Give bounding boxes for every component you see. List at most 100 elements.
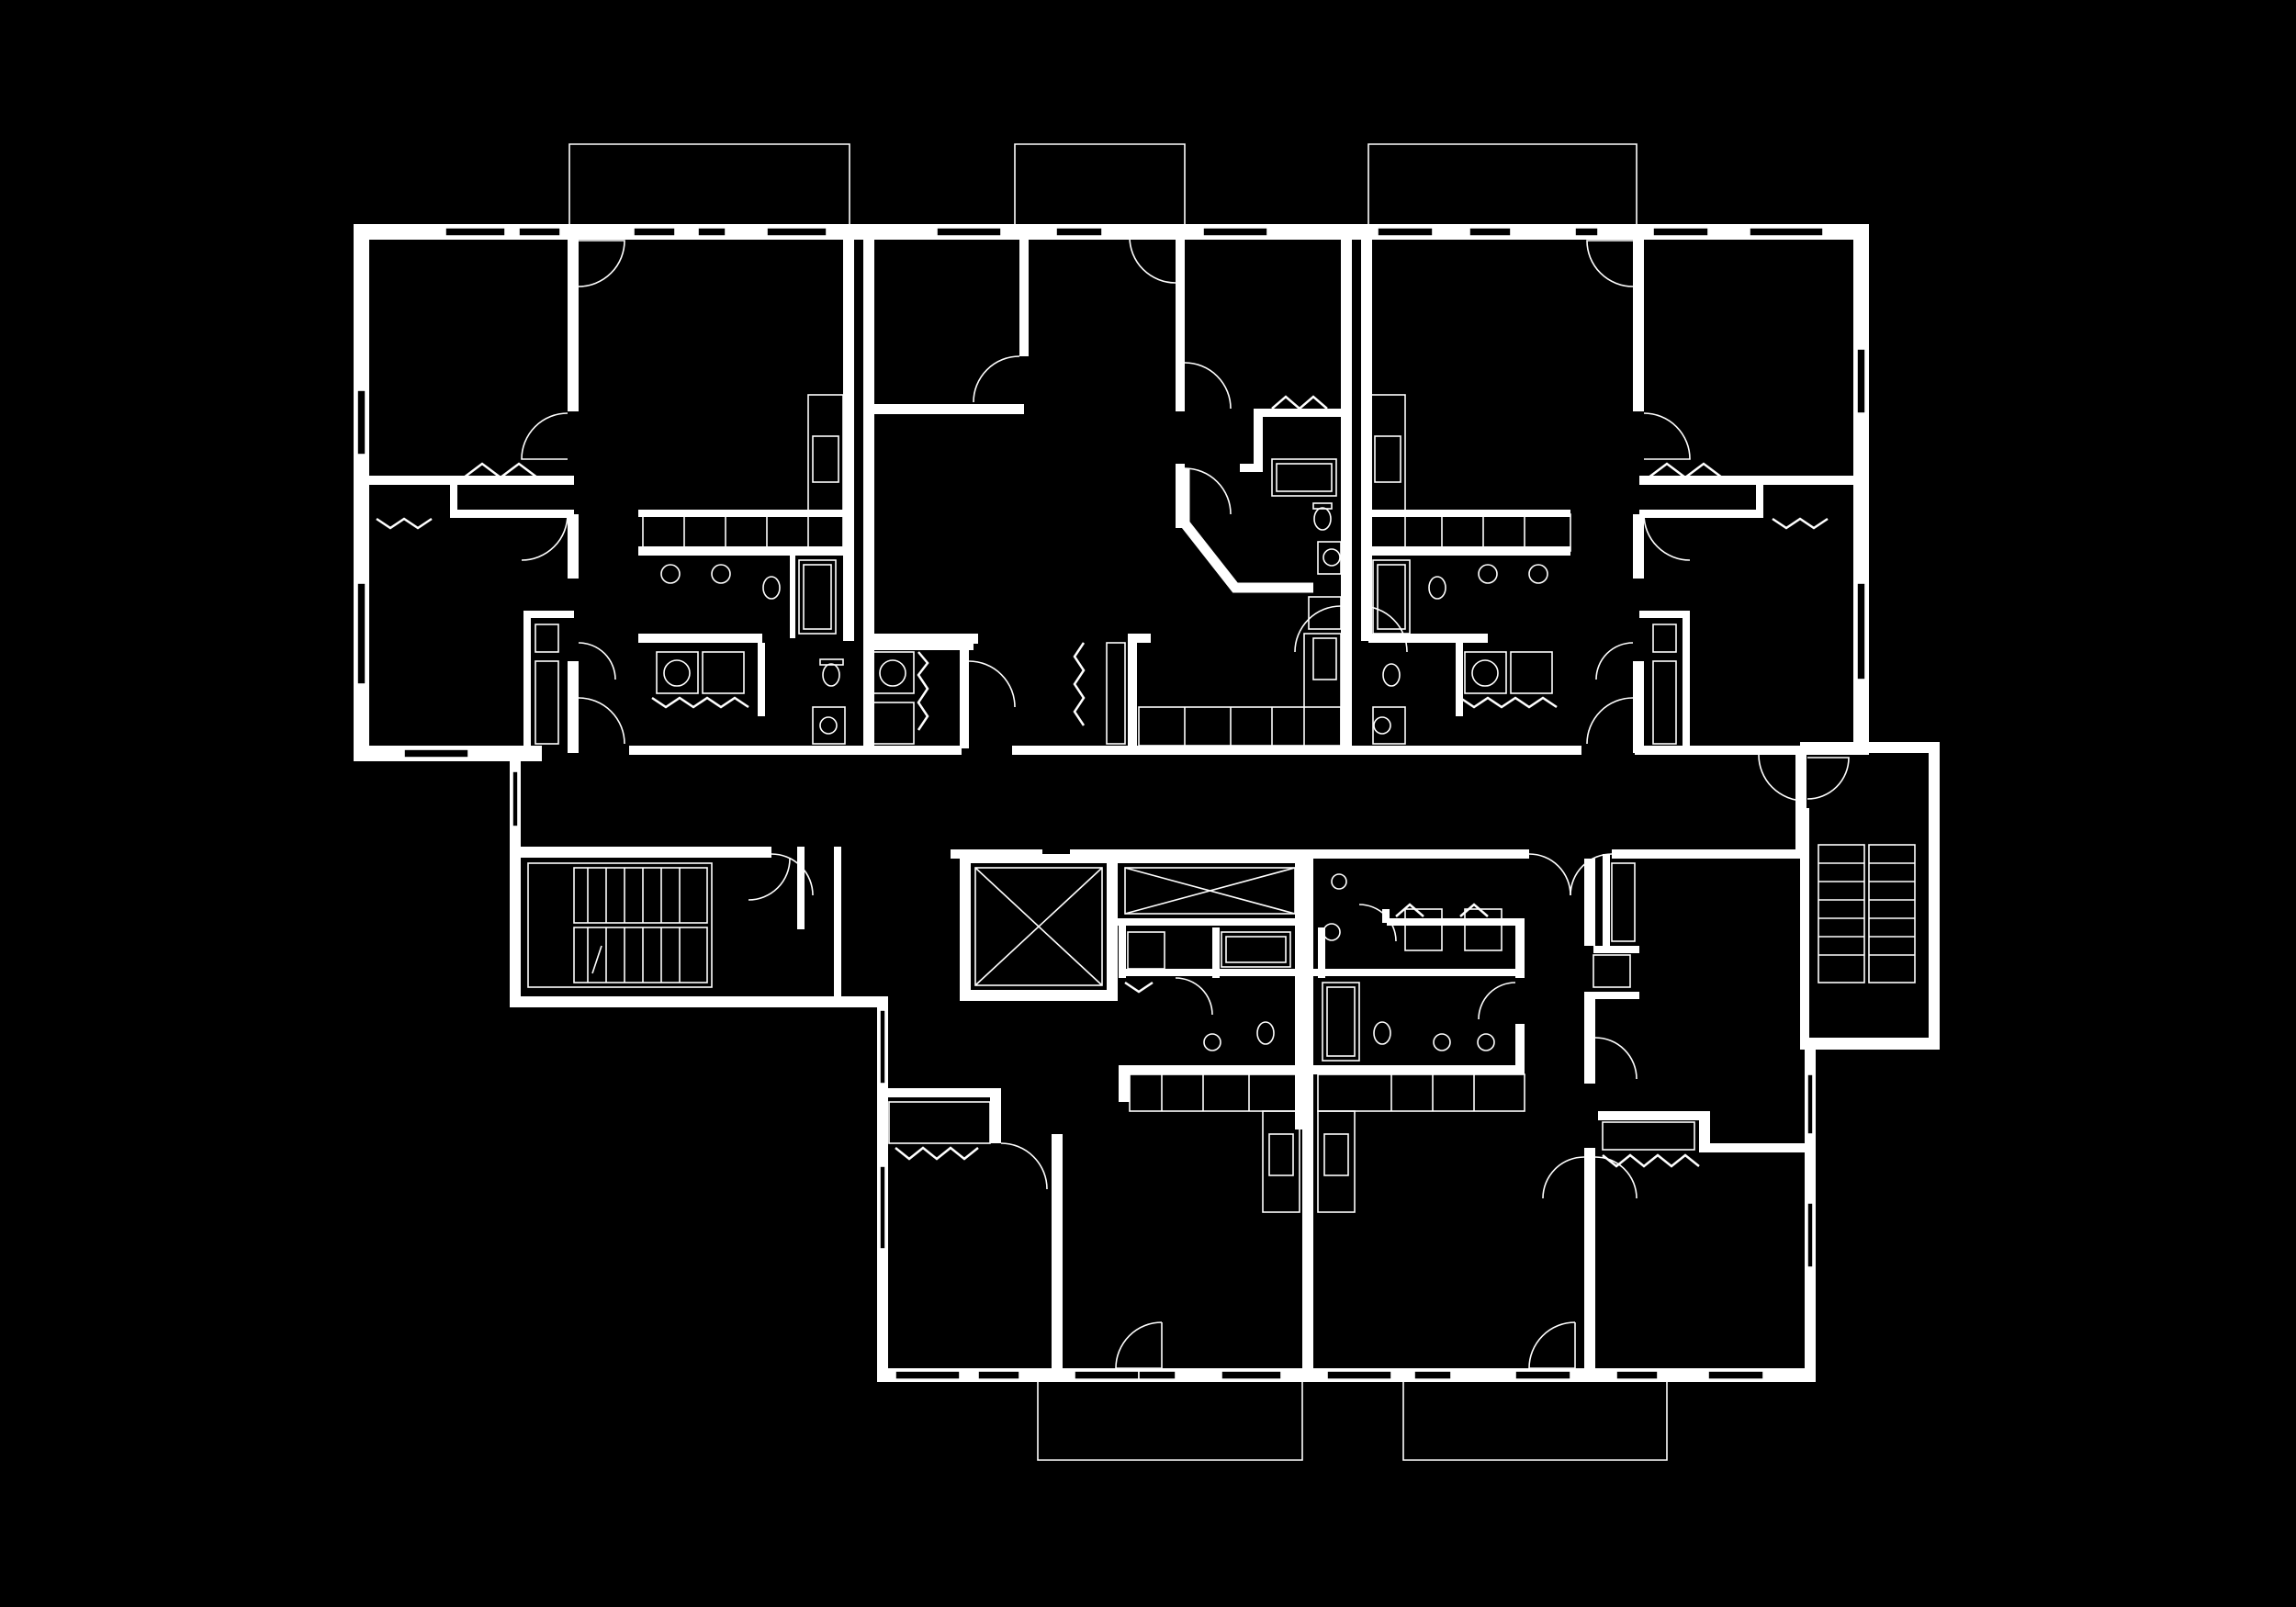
sink xyxy=(711,564,731,584)
bathtub-inner xyxy=(1225,936,1287,963)
lower-left-bedroom xyxy=(882,1088,1163,1382)
door-swing xyxy=(1542,1156,1585,1199)
upper-windows xyxy=(356,227,1866,759)
vanity xyxy=(1317,541,1342,575)
kitchen-counter xyxy=(1317,1110,1356,1213)
closet-right xyxy=(1639,462,1855,748)
partition xyxy=(1128,634,1137,748)
closet-shelf xyxy=(1652,660,1677,745)
window xyxy=(879,1165,886,1250)
window xyxy=(356,389,366,455)
partition xyxy=(1633,661,1644,753)
door-swing xyxy=(578,642,616,680)
bathtub xyxy=(1372,559,1411,635)
closet-door-fold xyxy=(917,651,929,731)
core-wall xyxy=(1118,854,1301,863)
bath-wall xyxy=(1254,409,1341,417)
partition xyxy=(1313,969,1525,976)
lower-baths xyxy=(1119,854,1525,1377)
partition xyxy=(1119,1065,1130,1102)
lower-kitchens xyxy=(1119,1065,1525,1213)
window xyxy=(1856,582,1866,680)
partition xyxy=(1598,1111,1708,1120)
closet-door-fold xyxy=(1395,903,1424,917)
upper-bottom-wall-d xyxy=(1635,746,1869,755)
window xyxy=(1413,1370,1452,1380)
sink xyxy=(1433,1033,1451,1051)
dryer xyxy=(872,702,915,745)
closet-wall xyxy=(367,476,574,485)
stair-right xyxy=(1800,742,1940,1050)
closet-wall xyxy=(1456,643,1463,716)
partition xyxy=(863,404,1024,414)
window xyxy=(1652,227,1709,237)
window xyxy=(1326,1370,1392,1380)
balcony-top-left xyxy=(568,143,850,228)
stair-enclosure xyxy=(527,862,713,988)
closet-wall xyxy=(758,643,765,716)
closet-door-fold xyxy=(1073,642,1086,726)
door-swing xyxy=(1594,1037,1638,1080)
washer xyxy=(1404,908,1443,951)
sink xyxy=(1322,548,1341,567)
closet-wall xyxy=(1639,476,1855,485)
unit-4-fixtures xyxy=(1367,394,1571,745)
closet-door-fold xyxy=(1124,981,1154,994)
lower-wing xyxy=(877,854,1816,1461)
closet-wall xyxy=(1683,611,1690,748)
kitchen-counter xyxy=(1369,394,1406,552)
washer-drum xyxy=(663,659,691,687)
closet-door-fold xyxy=(1271,395,1328,410)
partition xyxy=(638,510,845,517)
washer xyxy=(872,651,915,694)
center-unit xyxy=(1073,395,1342,749)
closet-door-fold xyxy=(1459,903,1489,917)
closet-door-fold xyxy=(1459,696,1558,709)
sink xyxy=(660,564,681,584)
door-swing xyxy=(521,513,568,561)
vanity xyxy=(1372,706,1406,745)
window xyxy=(1574,227,1599,237)
partition xyxy=(863,237,874,751)
window xyxy=(1749,227,1824,237)
partition xyxy=(843,237,854,641)
window xyxy=(697,227,726,237)
window xyxy=(1707,1370,1764,1380)
washer xyxy=(656,651,699,694)
window xyxy=(512,770,519,827)
partition xyxy=(1119,918,1126,978)
door-swing xyxy=(1586,240,1634,287)
closet-shelf xyxy=(1602,1121,1695,1151)
partition xyxy=(1368,634,1488,643)
upper-bottom-wall-b xyxy=(629,746,962,755)
partition xyxy=(1212,927,1220,978)
core-wall xyxy=(960,854,1116,863)
refrigerator xyxy=(1308,596,1342,630)
window xyxy=(936,227,1002,237)
toilet xyxy=(1373,1021,1391,1045)
closet-door-fold xyxy=(651,696,749,709)
washer-drum xyxy=(1471,659,1499,687)
balconies-top xyxy=(568,143,1638,228)
door-swing xyxy=(1184,362,1232,410)
partition xyxy=(1699,1111,1710,1152)
closet-door-fold xyxy=(895,1146,979,1161)
door-swing xyxy=(968,660,1016,708)
window xyxy=(1615,1370,1659,1380)
bath-wall xyxy=(790,556,795,638)
stair-wall xyxy=(1800,1038,1940,1050)
door-swing xyxy=(1294,605,1342,653)
window xyxy=(1469,227,1512,237)
angled-wall xyxy=(1179,468,1313,593)
core-wall xyxy=(960,854,971,1001)
window xyxy=(1377,227,1434,237)
elevator-core xyxy=(960,854,1302,1129)
partition xyxy=(568,237,579,411)
partition xyxy=(568,514,579,579)
closet-wall xyxy=(523,611,531,748)
dryer xyxy=(1510,651,1553,694)
door-swing xyxy=(1643,412,1691,460)
closet-wall xyxy=(863,643,974,650)
